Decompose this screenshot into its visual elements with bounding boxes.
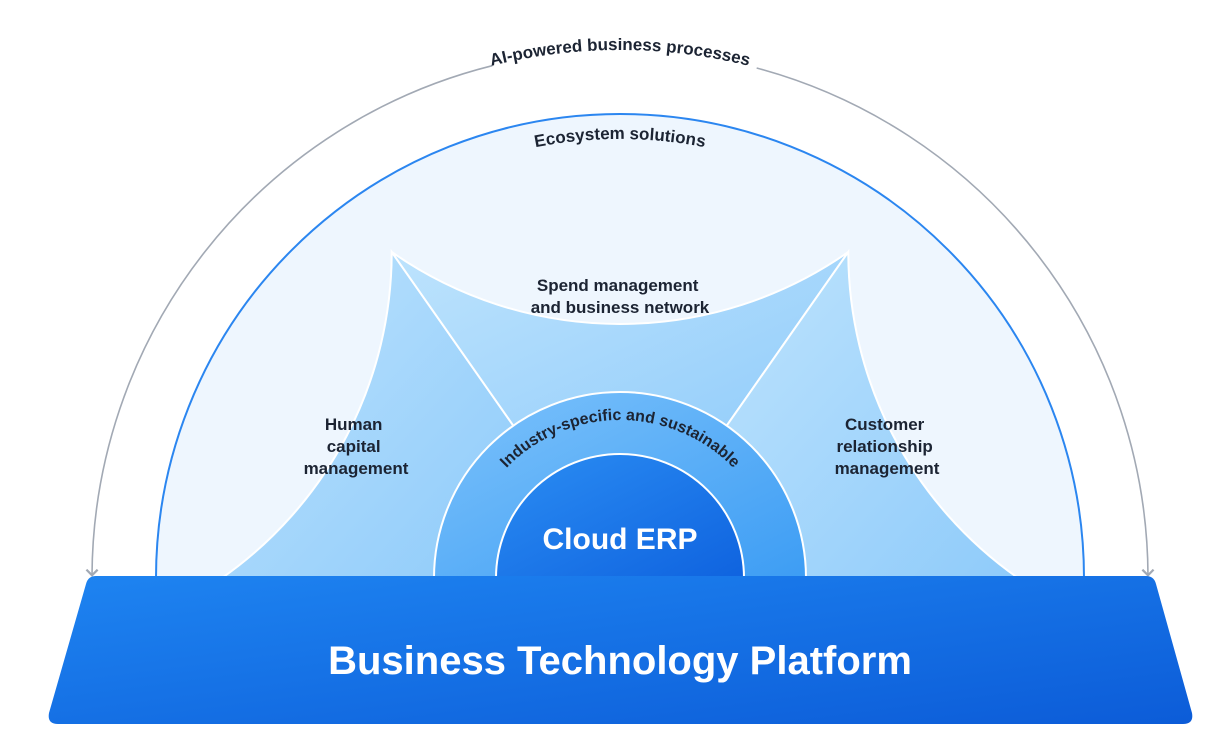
core-cloud-erp [494,453,746,579]
segment-right-label: Customer relationship management [835,415,940,478]
outer-arc-label: AI-powered business processes [488,35,753,70]
platform-base [48,576,1193,724]
segment-left-label: Human capital management [304,415,409,478]
outer-arc-arrow [85,64,1155,577]
segment-middle-label: Spend management and business network [531,276,710,317]
core-label: Cloud ERP [543,523,698,556]
platform-label: Business Technology Platform [328,639,912,683]
